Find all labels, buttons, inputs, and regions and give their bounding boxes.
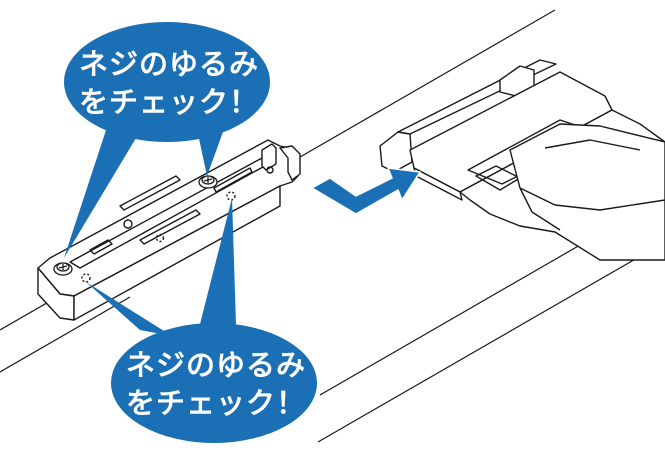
callout-bottom-line2: をチェック！	[126, 386, 306, 420]
callout-top-line1: ネジのゆるみ	[79, 47, 259, 81]
callout-top: ネジのゆるみ をチェック！	[64, 22, 270, 258]
callout-bottom-pointer-left	[86, 282, 172, 336]
callout-bottom-bubble	[111, 323, 317, 443]
screw-right-icon	[198, 175, 218, 189]
callout-bottom-line1: ネジのゆるみ	[126, 348, 306, 382]
arrow-right-icon	[311, 167, 421, 215]
device-unit	[379, 59, 665, 261]
callout-top-bubble	[64, 22, 270, 142]
callout-bottom-pointer-right	[200, 198, 236, 326]
screw-left-icon	[53, 262, 73, 276]
callout-top-pointer-left	[64, 118, 148, 258]
callout-top-line2: をチェック！	[79, 85, 259, 119]
callout-bottom: ネジのゆるみ をチェック！	[86, 198, 317, 443]
